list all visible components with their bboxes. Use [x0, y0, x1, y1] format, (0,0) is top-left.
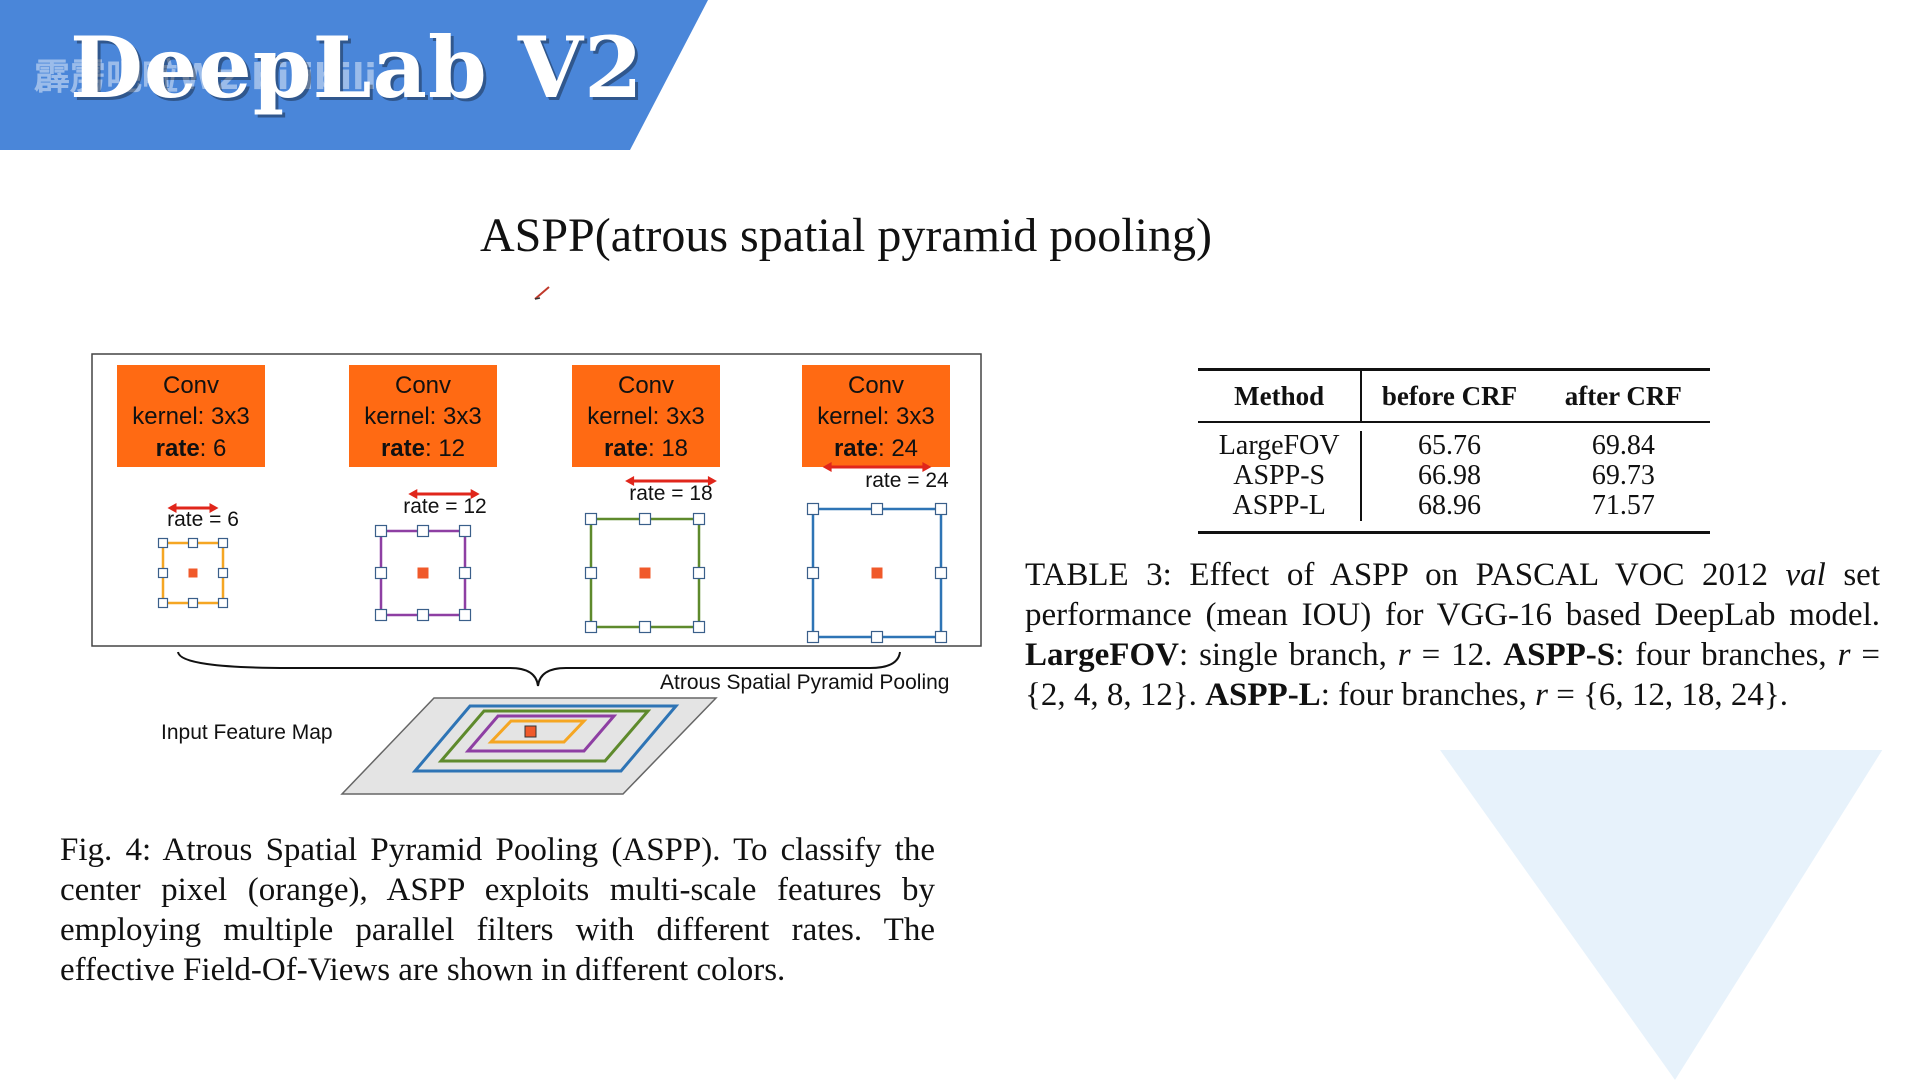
table-top-rule: [1198, 368, 1710, 371]
pen-cursor-icon: [534, 286, 550, 300]
caption-text: : single branch,: [1178, 637, 1398, 673]
fov-grid-rate-4: rate = 24: [806, 462, 949, 644]
rate-label: rate: 24: [834, 435, 918, 462]
decorative-triangle: [1440, 750, 1920, 1080]
table-header-row: Method before CRF after CRF: [1198, 371, 1710, 421]
results-table: Method before CRF after CRF LargeFOV 65.…: [1198, 368, 1710, 534]
caption-aspp-s: ASPP-S: [1503, 637, 1616, 673]
header-before-crf: before CRF: [1381, 381, 1518, 411]
table-row: LargeFOV 65.76 69.84: [1198, 431, 1710, 461]
caption-r: r: [1535, 677, 1548, 713]
rate-value-label: rate = 12: [403, 495, 486, 518]
section-subtitle: ASPP(atrous spatial pyramid pooling): [480, 209, 1212, 262]
conv-label: Conv: [848, 372, 904, 399]
kernel-label: kernel: 3x3: [132, 403, 249, 430]
caption-text: : four branches,: [1320, 677, 1536, 713]
rate-label: rate: 18: [604, 435, 688, 462]
fov-grid-rate-3: rate = 18: [584, 476, 717, 634]
header-method: Method: [1198, 371, 1363, 421]
method-cell: ASPP-L: [1198, 491, 1363, 521]
rate-value-label: rate = 24: [865, 469, 949, 492]
before-crf-cell: 66.98: [1418, 460, 1482, 491]
rate-arrow: [625, 476, 717, 486]
conv-box-4: Conv kernel: 3x3 rate: 24: [802, 365, 950, 467]
conv-box-3: Conv kernel: 3x3 rate: 18: [572, 365, 720, 467]
table-bottom-rule: [1198, 531, 1710, 534]
caption-aspp-l: ASPP-L: [1205, 677, 1321, 713]
rate-arrow: [408, 489, 480, 499]
header-after-crf: after CRF: [1564, 381, 1682, 411]
title-banner: [0, 0, 708, 150]
caption-text: set performance (mean IOU) for VGG-16 ba…: [1025, 557, 1880, 633]
kernel-label: kernel: 3x3: [364, 403, 481, 430]
before-crf-cell: 68.96: [1418, 490, 1482, 521]
rate-value-label: rate = 18: [629, 482, 712, 505]
table-row: ASPP-S 66.98 69.73: [1198, 461, 1710, 491]
table-row: ASPP-L 68.96 71.57: [1198, 491, 1710, 521]
caption-val: val: [1785, 557, 1826, 593]
fov-grid-rate-2: rate = 12: [374, 489, 487, 622]
conv-label: Conv: [163, 372, 219, 399]
slide-title: DeepLab V2: [70, 18, 644, 117]
figure-caption: Fig. 4: Atrous Spatial Pyramid Pooling (…: [60, 832, 935, 988]
rate-label: rate: 12: [381, 435, 465, 462]
kernel-label: kernel: 3x3: [817, 403, 934, 430]
conv-label: Conv: [395, 372, 451, 399]
after-crf-cell: 71.57: [1591, 490, 1655, 521]
after-crf-cell: 69.84: [1591, 430, 1655, 461]
rate-label: rate: 6: [156, 435, 227, 462]
caption-text: TABLE 3: Effect of ASPP on PASCAL VOC 20…: [1025, 557, 1786, 593]
aspp-figure: Conv kernel: 3x3 rate: 6 Conv kernel: 3x3 rat…: [91, 353, 982, 795]
input-feature-map: [340, 697, 718, 795]
table-caption: TABLE 3: Effect of ASPP on PASCAL VOC 20…: [1025, 555, 1880, 715]
rate-value-label: rate = 6: [167, 508, 239, 531]
input-feature-map-label: Input Feature Map: [161, 721, 333, 744]
aspp-label: Atrous Spatial Pyramid Pooling: [660, 671, 949, 694]
caption-largefov: LargeFOV: [1025, 637, 1179, 673]
conv-box-1: Conv kernel: 3x3 rate: 6: [117, 365, 265, 467]
conv-label: Conv: [618, 372, 674, 399]
brace: [177, 651, 901, 687]
caption-r: r: [1837, 637, 1851, 673]
rate-arrow: [822, 462, 932, 472]
caption-text: : four branches,: [1615, 637, 1838, 673]
conv-box-2: Conv kernel: 3x3 rate: 12: [349, 365, 497, 467]
rate-arrow: [167, 503, 219, 513]
kernel-label: kernel: 3x3: [587, 403, 704, 430]
fov-grid-rate-1: rate = 6: [157, 503, 239, 609]
before-crf-cell: 65.76: [1418, 430, 1482, 461]
method-cell: LargeFOV: [1198, 431, 1363, 461]
watermark: 霹雳吧啦Wz bilibili: [34, 57, 377, 98]
after-crf-cell: 69.73: [1591, 460, 1655, 491]
table-mid-rule: [1198, 421, 1710, 423]
caption-text: = 12.: [1410, 637, 1504, 673]
method-cell: ASPP-S: [1198, 461, 1363, 491]
caption-text: = {2, 4, 8, 12}.: [1025, 637, 1880, 713]
caption-r: r: [1397, 637, 1411, 673]
caption-text: = {6, 12, 18, 24}.: [1547, 677, 1788, 713]
